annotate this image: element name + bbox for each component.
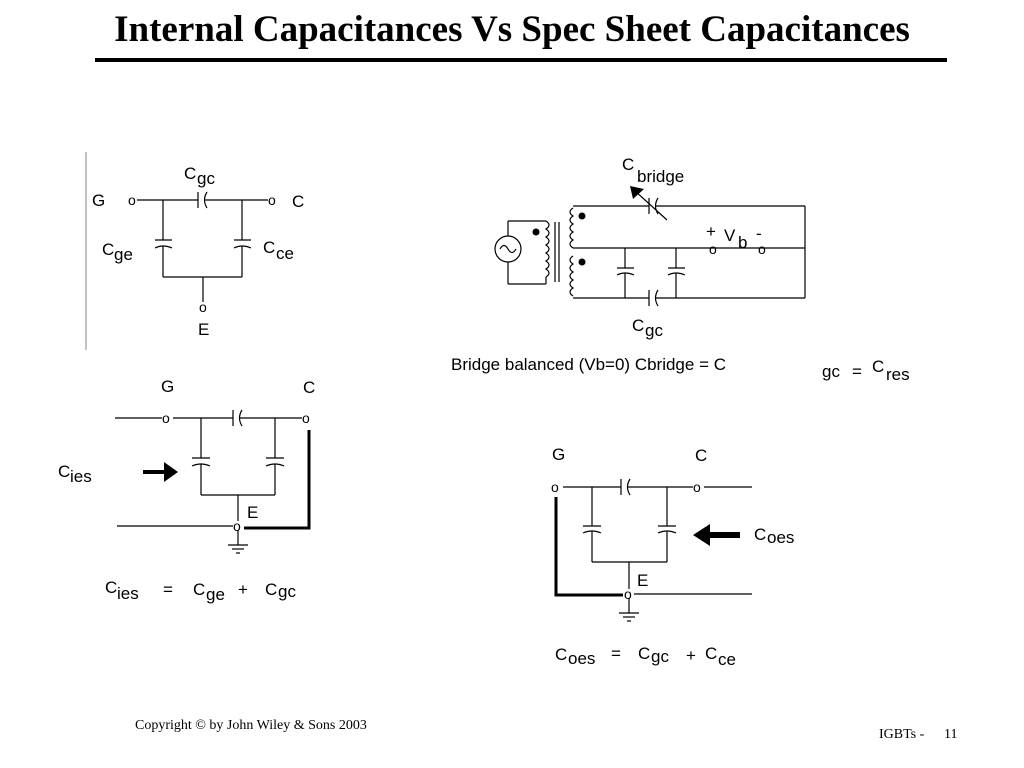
d4-g-node: o [551, 479, 559, 495]
d2-cgc-sub: gc [645, 321, 663, 340]
d4-e-label: E [637, 571, 648, 590]
slide-title: Internal Capacitances Vs Spec Sheet Capa… [114, 9, 910, 50]
eq2-cce-c: C [705, 644, 717, 663]
bridge-cres-sub: res [886, 365, 910, 384]
eq2-cgc-c: C [638, 644, 650, 663]
bridge-cres-c: C [872, 357, 884, 376]
bridge-gc-sub: gc [822, 362, 840, 381]
d1-c-node: o [268, 192, 276, 208]
d1-cgc-c: C [184, 164, 196, 183]
bridge-balanced-text: Bridge balanced (Vb=0) Cbridge = C [451, 355, 726, 374]
d4-coes-sub: oes [767, 528, 794, 547]
d2-minus: - [756, 224, 762, 243]
d1-e-label: E [198, 320, 209, 339]
eq2-cce-sub: ce [718, 650, 736, 669]
bridge-equals: = [852, 362, 862, 381]
d2-cbridge-sub: bridge [637, 167, 684, 186]
d1-cgc-sub: gc [197, 169, 215, 188]
eq1-plus: + [238, 580, 248, 599]
title-underline [95, 58, 947, 62]
d2-cbridge-c: C [622, 155, 634, 174]
eq1-cge-sub: ge [206, 585, 225, 604]
d1-e-node: o [199, 299, 207, 315]
d4-coes-c: C [754, 525, 766, 544]
d3-g-node: o [162, 410, 170, 426]
d4-c-node: o [693, 479, 701, 495]
d3-e-node: o [233, 518, 241, 534]
eq2-coes-sub: oes [568, 649, 595, 668]
d2-minus-node: o [758, 241, 766, 257]
eq1-cgc-sub: gc [278, 582, 296, 601]
d1-cce-c: C [263, 238, 275, 257]
d1-cce-sub: ce [276, 244, 294, 263]
d4-g-label: G [552, 445, 565, 464]
d1-c-label: C [292, 192, 304, 211]
eq1-cies-sub: ies [117, 584, 139, 603]
eq2-plus: + [686, 646, 696, 665]
eq2-cgc-sub: gc [651, 647, 669, 666]
d1-cge-sub: ge [114, 245, 133, 264]
eq1-cgc-c: C [265, 580, 277, 599]
d2-plus: + [706, 222, 716, 241]
d3-c-label: C [303, 378, 315, 397]
d3-c-node: o [302, 410, 310, 426]
eq2-equals: = [611, 644, 621, 663]
d3-cies-sub: ies [70, 467, 92, 486]
d3-cies-c: C [58, 462, 70, 481]
d1-cge-c: C [102, 240, 114, 259]
copyright-notice: Copyright © by John Wiley & Sons 2003 [135, 718, 367, 733]
page-number: 11 [944, 727, 958, 742]
d2-v-sub: b [738, 233, 747, 252]
d2-plus-node: o [709, 241, 717, 257]
d1-g-label: G [92, 191, 105, 210]
eq2-coes-c: C [555, 645, 567, 664]
eq1-equals: = [163, 580, 173, 599]
eq1-cge-c: C [193, 580, 205, 599]
d1-g-node: o [128, 192, 136, 208]
d4-c-label: C [695, 446, 707, 465]
d3-e-label: E [247, 503, 258, 522]
d4-e-node: o [624, 586, 632, 602]
page-label: IGBTs - [879, 727, 925, 742]
d2-cgc-c: C [632, 316, 644, 335]
eq1-cies-c: C [105, 578, 117, 597]
d3-g-label: G [161, 377, 174, 396]
d2-v: V [724, 226, 736, 245]
